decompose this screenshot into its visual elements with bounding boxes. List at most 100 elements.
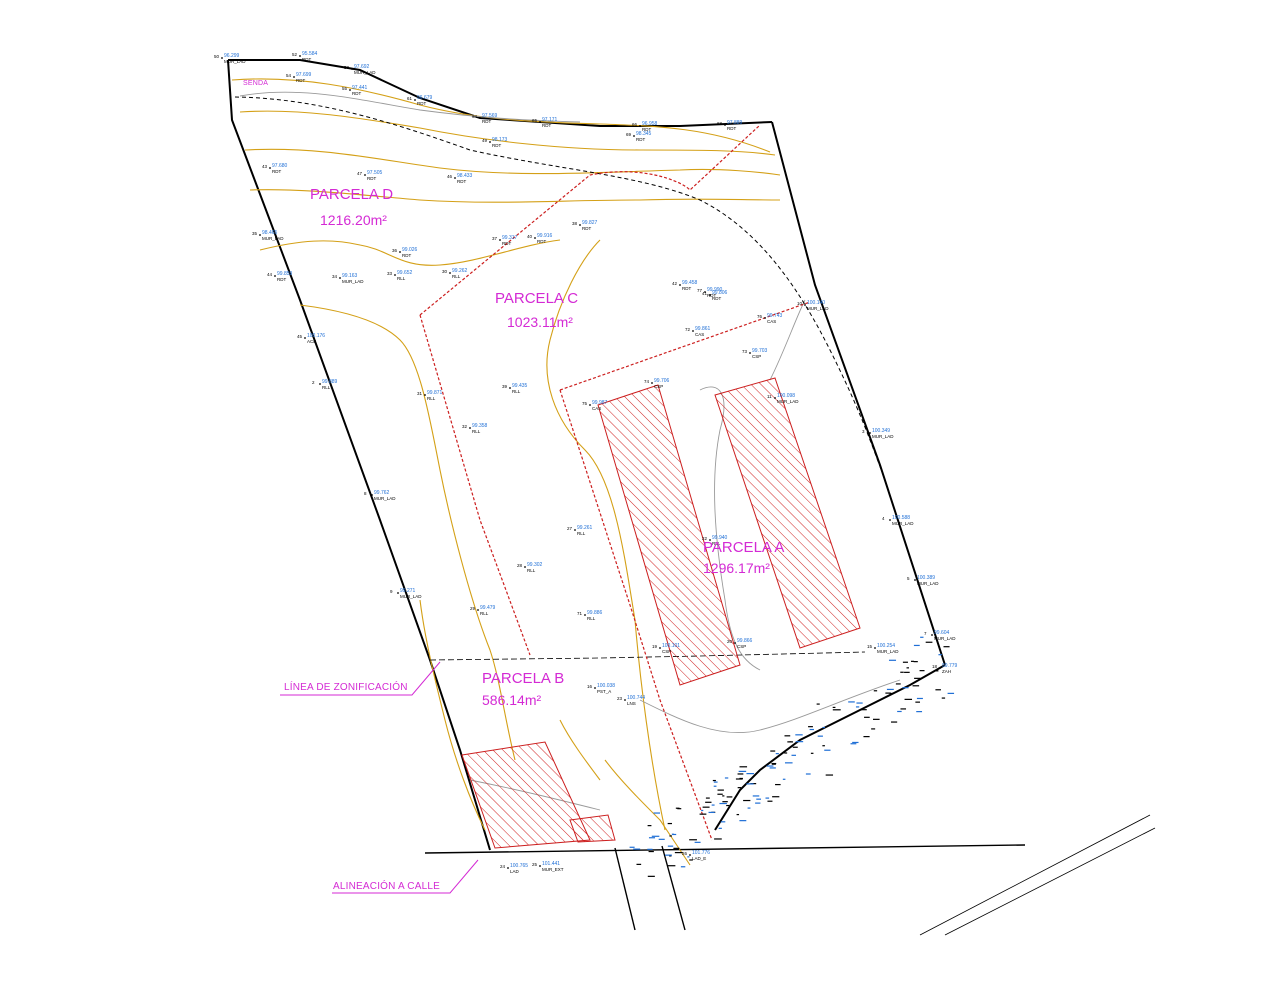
- cluster-mark: [791, 754, 797, 756]
- building-a2: [714, 377, 861, 649]
- cluster-mark: [675, 807, 680, 809]
- survey-point-marker: [589, 404, 591, 406]
- survey-point-elevation: 98.345: [636, 131, 652, 137]
- survey-point-elevation: 99.358: [472, 423, 488, 429]
- survey-point-code: CSP: [752, 354, 761, 359]
- survey-point-marker: [397, 592, 399, 594]
- survey-point-marker: [351, 68, 353, 70]
- survey-point-elevation: 99.886: [587, 610, 603, 616]
- survey-point-elevation: 99.262: [452, 268, 468, 274]
- survey-point-number: 43: [262, 164, 268, 169]
- survey-point-code: RDT: [272, 169, 281, 174]
- survey-point-elevation: 96.299: [224, 53, 240, 59]
- survey-point-marker: [524, 566, 526, 568]
- survey-point-code: RDT: [417, 101, 426, 106]
- parcel-c-west: [419, 314, 531, 656]
- survey-point-number: 26: [682, 851, 688, 856]
- cluster-mark: [767, 800, 773, 802]
- cluster-mark: [713, 785, 717, 787]
- survey-point-marker: [639, 125, 641, 127]
- survey-point-code: ACE: [307, 339, 316, 344]
- cluster-mark: [746, 783, 754, 785]
- cluster-mark: [902, 661, 908, 663]
- cluster-mark: [855, 706, 860, 708]
- survey-point-number: 4: [882, 516, 885, 521]
- survey-point-number: 9: [390, 589, 393, 594]
- cluster-mark: [825, 774, 834, 776]
- survey-point-marker: [764, 317, 766, 319]
- survey-point-marker: [414, 99, 416, 101]
- survey-point-number: 5: [907, 576, 910, 581]
- survey-point-elevation: 99.743: [767, 313, 783, 319]
- survey-point-elevation: 99.987: [592, 400, 608, 406]
- survey-point-elevation: 99.806: [712, 290, 728, 296]
- survey-point-code: RDT: [367, 176, 376, 181]
- survey-point-elevation: 97.569: [482, 113, 498, 119]
- survey-point-elevation: 99.652: [397, 270, 413, 276]
- survey-point-elevation: 100.744: [627, 695, 645, 701]
- survey-point-code: RDT: [352, 91, 361, 96]
- survey-point-elevation: 97.441: [352, 85, 368, 91]
- cluster-mark: [755, 802, 761, 804]
- survey-point-code: RDT: [642, 127, 651, 132]
- survey-point-marker: [364, 174, 366, 176]
- cluster-mark: [680, 866, 686, 868]
- cluster-mark: [705, 797, 710, 799]
- survey-point-number: 18: [932, 664, 938, 669]
- survey-point-number: 40: [527, 234, 533, 239]
- cluster-mark: [900, 671, 904, 673]
- cluster-mark: [775, 783, 781, 786]
- survey-point-marker: [724, 124, 726, 126]
- cluster-mark: [771, 763, 776, 765]
- survey-point-code: LAD_E: [692, 856, 706, 861]
- survey-point-elevation: 99.302: [527, 562, 543, 568]
- survey-point-marker: [339, 277, 341, 279]
- survey-point-elevation: 99.990: [707, 287, 723, 293]
- cluster-mark: [739, 777, 743, 780]
- survey-point-code: RDT: [712, 296, 721, 301]
- survey-point-number: 50: [214, 54, 220, 59]
- survey-point-code: RDT: [636, 137, 645, 142]
- cluster-mark: [665, 854, 672, 856]
- cluster-mark: [726, 796, 733, 798]
- cluster-mark: [647, 875, 655, 877]
- cluster-mark: [947, 692, 955, 694]
- survey-point-marker: [299, 55, 301, 57]
- survey-point-number: 71: [577, 611, 583, 616]
- survey-point-number: 61: [407, 96, 413, 101]
- survey-point-number: 16: [587, 684, 593, 689]
- cluster-mark: [714, 838, 722, 840]
- cluster-mark: [885, 692, 891, 694]
- cluster-mark: [919, 670, 925, 672]
- cluster-mark: [673, 847, 680, 849]
- survey-point-elevation: 99.604: [934, 630, 950, 636]
- survey-point-elevation: 99.458: [682, 280, 698, 286]
- survey-point-marker: [319, 383, 321, 385]
- survey-point-marker: [914, 579, 916, 581]
- cluster-mark: [784, 735, 791, 737]
- survey-point-elevation: 100.098: [777, 393, 795, 399]
- survey-point-elevation: 100.389: [917, 575, 935, 581]
- access-road-lines: [614, 845, 686, 931]
- parcel-d-name: PARCELA D: [310, 186, 393, 203]
- survey-point-code: RDT: [296, 78, 305, 83]
- cluster-mark: [739, 766, 748, 768]
